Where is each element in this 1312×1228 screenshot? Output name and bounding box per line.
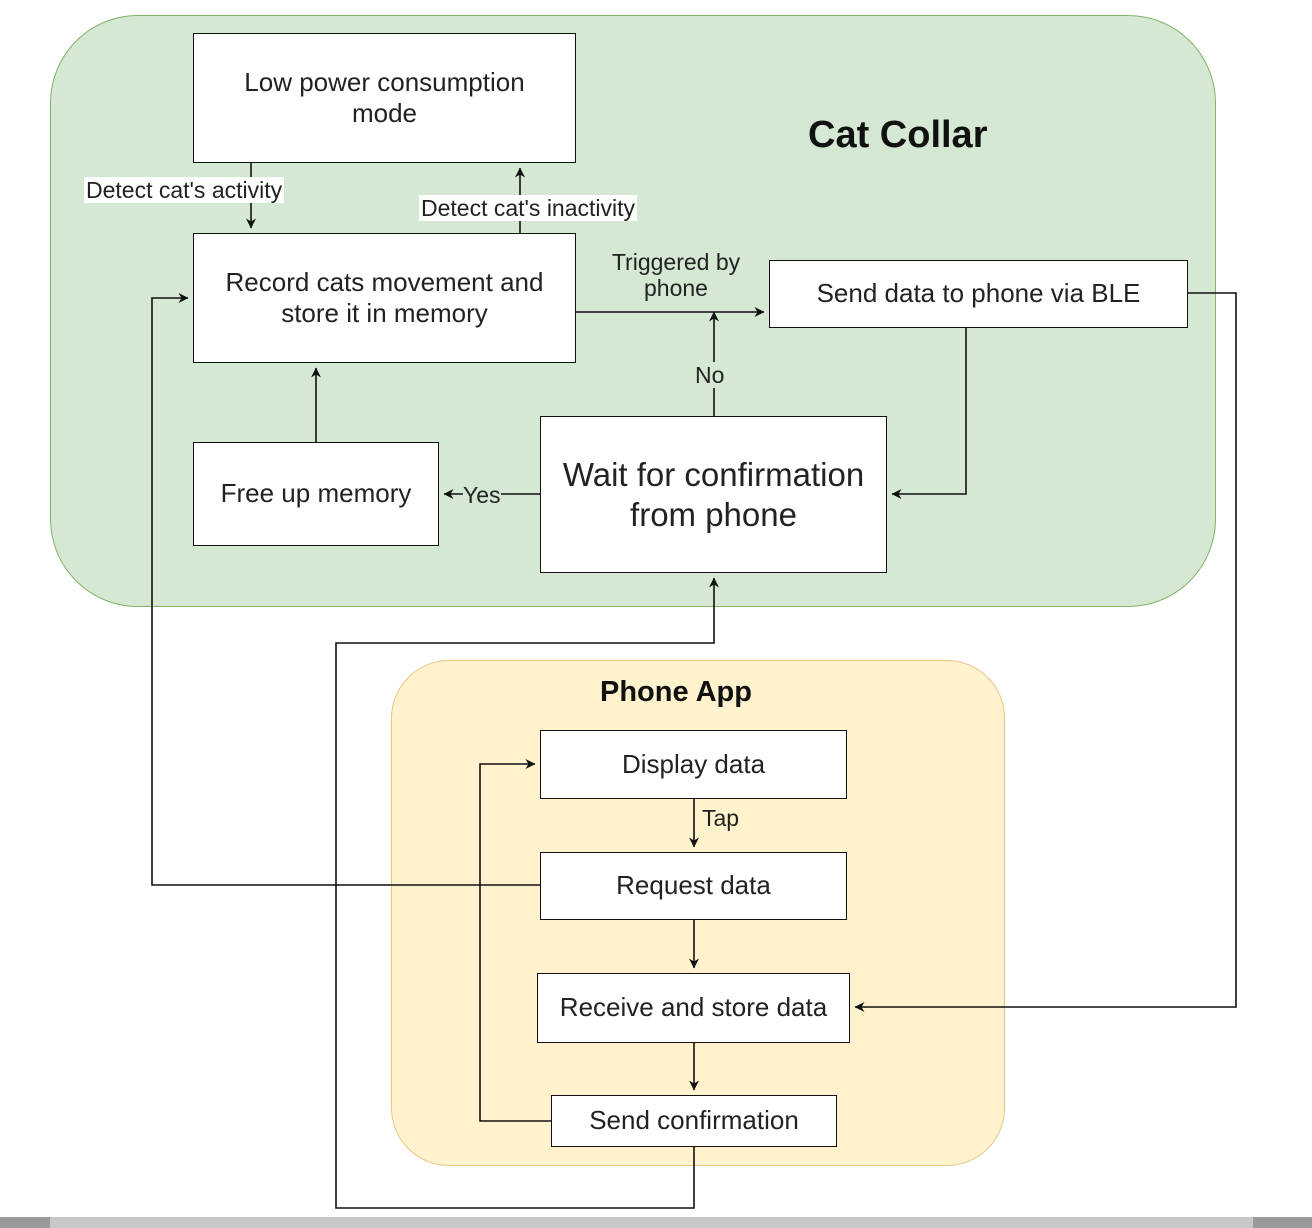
wait-confirmation-node: Wait for confirmation from phone: [540, 416, 887, 573]
edge-confirm-to-display: [479, 759, 551, 1122]
request-data-node: Request data: [540, 852, 847, 920]
detect-activity-label: Detect cat's activity: [84, 177, 285, 204]
record-movement-node: Record cats movement and store it in mem…: [193, 233, 576, 363]
receive-store-node: Receive and store data: [537, 973, 850, 1043]
edge-ble-to-wait: [891, 328, 967, 499]
bottom-scrollbar: [0, 1217, 1312, 1228]
tap-label: Tap: [702, 805, 740, 832]
yes-label: Yes: [463, 482, 501, 509]
send-ble-node: Send data to phone via BLE: [769, 260, 1188, 328]
low-power-mode-node: Low power consumption mode: [193, 33, 576, 163]
edge-request-to-record: [151, 293, 540, 886]
edge-confirm-to-wait: [335, 577, 719, 1209]
edge-ble-to-receive: [854, 292, 1237, 1012]
cat-collar-title: Cat Collar: [808, 114, 988, 156]
free-memory-node: Free up memory: [193, 442, 439, 546]
triggered-by-phone-label: Triggered by phone: [590, 249, 762, 302]
display-data-node: Display data: [540, 730, 847, 799]
no-label: No: [695, 362, 725, 389]
detect-inactivity-label: Detect cat's inactivity: [419, 195, 638, 222]
send-confirmation-node: Send confirmation: [551, 1095, 837, 1147]
phone-app-title: Phone App: [600, 676, 752, 708]
